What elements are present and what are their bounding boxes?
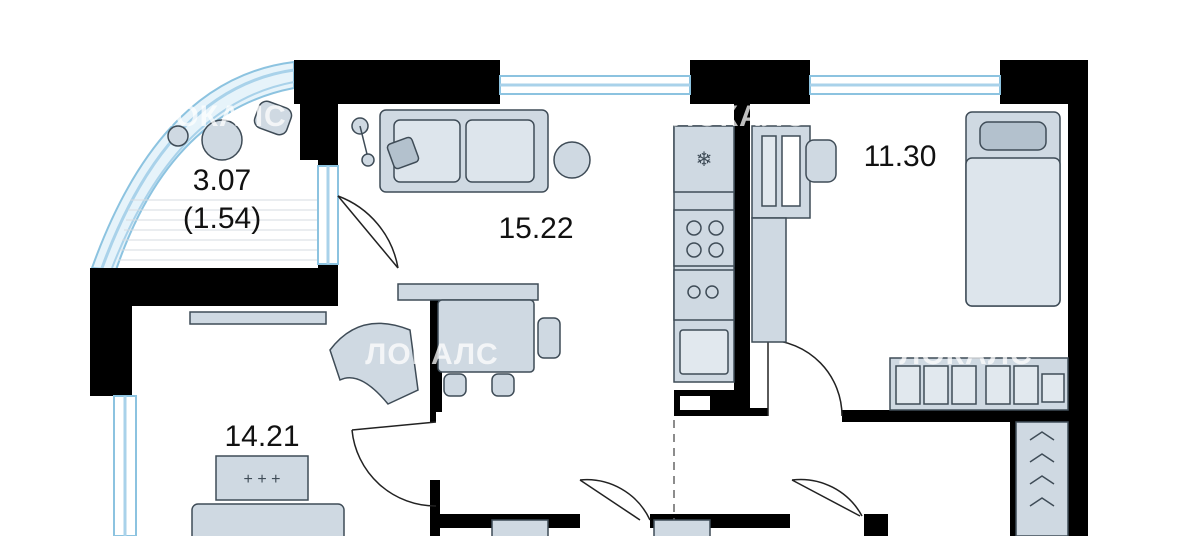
balcony-chair bbox=[253, 100, 293, 136]
side-table bbox=[553, 141, 591, 179]
living-furniture bbox=[351, 109, 591, 397]
bed-double bbox=[191, 503, 345, 536]
area-labels: 15.22 11.30 14.21 bbox=[224, 140, 936, 453]
bathroom-fixtures bbox=[491, 519, 711, 536]
dining-table bbox=[437, 299, 535, 373]
sink bbox=[679, 329, 729, 375]
bedroom-left-furniture: + + + bbox=[189, 311, 419, 536]
wardrobe-shelf bbox=[751, 217, 787, 343]
bedroom-right-furniture bbox=[751, 111, 1069, 536]
watermarks: ЛОКАЛС ЛОКАЛС ЛОКАЛС ЛОКАЛС bbox=[153, 100, 1032, 371]
watermark-balcony: ЛОКАЛС bbox=[153, 100, 286, 133]
balcony: 3.07 (1.54) bbox=[90, 60, 318, 272]
living-room-area-label: 15.22 bbox=[498, 212, 573, 245]
svg-text:+ + +: + + + bbox=[244, 471, 281, 488]
windows bbox=[113, 75, 1001, 536]
bedroom-left-area-label: 14.21 bbox=[224, 420, 299, 453]
bedroom-right-area-label: 11.30 bbox=[864, 140, 937, 173]
watermark-right: ЛОКАЛС bbox=[899, 338, 1032, 371]
desk-chair bbox=[805, 139, 837, 183]
svg-text:❄: ❄ bbox=[696, 147, 713, 171]
balcony-reduced-area-label: (1.54) bbox=[183, 202, 261, 235]
balcony-area-label: 3.07 bbox=[193, 164, 251, 197]
hall-wardrobe bbox=[1015, 421, 1069, 536]
tv-stand bbox=[189, 311, 327, 325]
oven bbox=[673, 269, 735, 321]
stove bbox=[673, 209, 735, 267]
doors bbox=[337, 195, 863, 521]
kitchen: ❄ bbox=[673, 125, 735, 383]
fridge bbox=[673, 125, 735, 193]
nightstand bbox=[215, 455, 309, 501]
desk bbox=[751, 125, 811, 219]
watermark-top: ЛОКАЛС bbox=[673, 100, 806, 133]
sideboard bbox=[397, 283, 539, 301]
balcony-table bbox=[201, 119, 243, 161]
armchair bbox=[329, 322, 419, 405]
watermark-center: ЛОКАЛС bbox=[365, 338, 498, 371]
